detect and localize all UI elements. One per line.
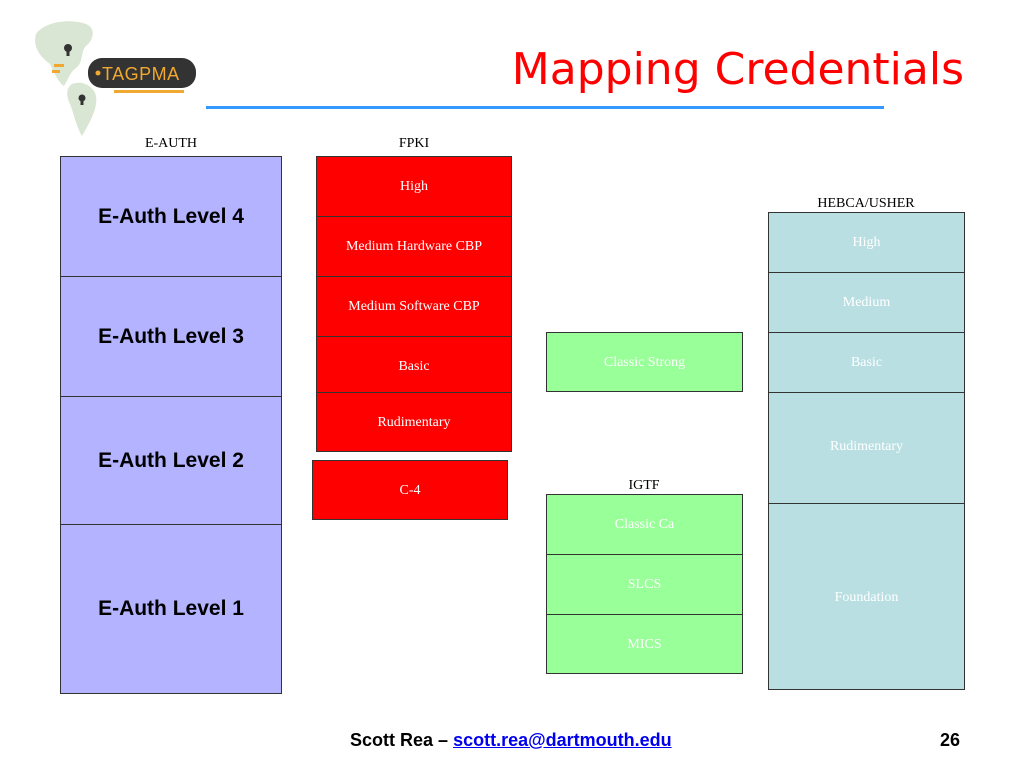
logo-text: TAGPMA: [102, 64, 180, 84]
igtf-classic-strong: Classic Strong: [546, 332, 743, 392]
hebca-medium: Medium: [768, 272, 965, 333]
footer-email-link[interactable]: scott.rea@dartmouth.edu: [453, 730, 672, 750]
fpki-c4: C-4: [312, 460, 508, 520]
igtf-header: IGTF: [628, 478, 660, 493]
hebca-header: HEBCA/USHER: [817, 196, 915, 211]
eauth-header: E-AUTH: [144, 136, 198, 151]
hebca-high: High: [768, 212, 965, 273]
eauth-level-2: E-Auth Level 2: [60, 396, 282, 525]
hebca-foundation: Foundation: [768, 503, 965, 690]
igtf-mics: MICS: [546, 614, 743, 674]
hebca-rudimentary: Rudimentary: [768, 392, 965, 504]
fpki-basic: Basic: [316, 336, 512, 393]
igtf-classic-ca: Classic Ca: [546, 494, 743, 555]
footer-page-number: 26: [939, 730, 960, 750]
footer-author: Scott Rea – scott.rea@dartmouth.edu: [350, 730, 790, 751]
igtf-slcs: SLCS: [546, 554, 743, 615]
globe-map-icon: [35, 21, 196, 136]
fpki-medium-hardware-cbp: Medium Hardware CBP: [316, 216, 512, 277]
fpki-rudimentary: Rudimentary: [316, 392, 512, 452]
hebca-basic: Basic: [768, 332, 965, 393]
title-underline: [206, 106, 884, 109]
fpki-header: FPKI: [398, 136, 430, 151]
eauth-level-4: E-Auth Level 4: [60, 156, 282, 277]
fpki-high: High: [316, 156, 512, 217]
footer-author-name: Scott Rea –: [350, 730, 449, 750]
fpki-medium-software-cbp: Medium Software CBP: [316, 276, 512, 337]
tagpma-logo: TAGPMA: [24, 14, 224, 144]
eauth-level-1: E-Auth Level 1: [60, 524, 282, 694]
eauth-level-3: E-Auth Level 3: [60, 276, 282, 397]
slide-title: Mapping Credentials: [511, 44, 964, 95]
